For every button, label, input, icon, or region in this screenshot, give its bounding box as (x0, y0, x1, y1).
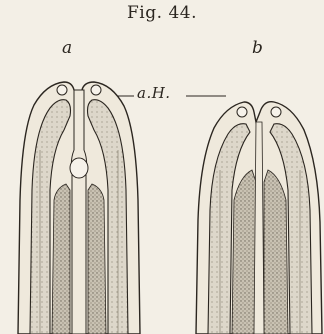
panel-b-specimen (196, 102, 322, 334)
panel-a-specimen (18, 82, 140, 334)
